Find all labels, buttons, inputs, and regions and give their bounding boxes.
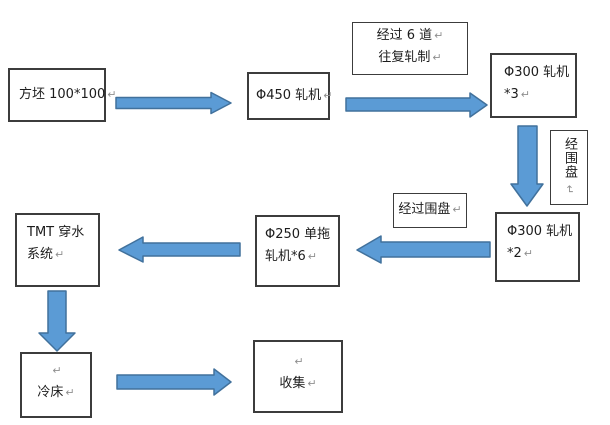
box-tmt: TMT 穿水 系统↵	[15, 213, 100, 287]
return-mark: ↵	[307, 250, 317, 264]
box-mill300x3: Φ300 轧机 *3↵	[490, 53, 577, 118]
box-collect-label: 收集	[279, 376, 306, 392]
box-mill250-line2: 轧机*6	[265, 249, 306, 265]
arrow-mill300x2-to-mill250	[356, 235, 491, 264]
box-cooling-bed: ↵ 冷床↵	[20, 352, 92, 418]
arrow-mill250-to-tmt	[118, 236, 241, 263]
return-mark: ↵	[434, 29, 444, 42]
box-billet-label: 方坯 100*100	[19, 86, 106, 102]
box-collect: ↵ 收集↵	[253, 340, 343, 413]
box-cooling-bed-label: 冷床	[37, 385, 64, 401]
box-tmt-line1: TMT 穿水	[27, 225, 85, 240]
arrow-billet-to-mill450	[115, 91, 232, 115]
box-mill300x3-line2: *3	[504, 87, 519, 103]
return-mark: ↵	[107, 87, 117, 101]
return-mark: ↵	[55, 248, 65, 262]
arrow-tmt-to-cooling-bed	[38, 290, 76, 352]
box-mill450-label: Φ450 轧机	[256, 87, 322, 103]
return-mark: ↵	[323, 88, 333, 102]
box-mill300x2-line2: *2	[507, 246, 522, 262]
return-mark: ↵	[294, 355, 304, 368]
box-pass-note: 经过 6 道↵ 往复轧制↵	[352, 22, 468, 75]
box-coil-vertical: 经围盘 ↵	[550, 130, 588, 205]
box-mill300x2: Φ300 轧机 *2↵	[495, 212, 580, 282]
box-billet: 方坯 100*100↵	[8, 68, 116, 122]
box-mill250-line1: Φ250 单拖	[265, 227, 331, 242]
box-coil-note-label: 经过围盘	[398, 202, 451, 218]
return-mark: ↵	[52, 364, 62, 377]
box-coil-note: 经过围盘↵	[393, 193, 467, 228]
box-coil-vertical-label: 经围盘	[562, 136, 578, 179]
box-pass-note-line1: 经过 6 道	[376, 28, 433, 43]
return-mark: ↵	[520, 88, 530, 102]
box-mill300x2-line1: Φ300 轧机	[507, 224, 573, 239]
box-mill450: Φ450 轧机↵	[247, 72, 333, 120]
box-mill300x3-line1: Φ300 轧机	[504, 65, 570, 80]
arrow-cooling-bed-to-collect	[116, 368, 232, 396]
box-pass-note-line2: 往复轧制	[378, 50, 431, 66]
return-mark: ↵	[563, 184, 577, 194]
arrow-mill300x3-to-mill300x2	[510, 125, 544, 207]
return-mark: ↵	[452, 203, 462, 217]
arrow-mill450-to-mill300x3	[345, 92, 488, 118]
return-mark: ↵	[65, 386, 75, 400]
return-mark: ↵	[523, 247, 533, 261]
return-mark: ↵	[307, 377, 317, 391]
return-mark: ↵	[432, 51, 442, 65]
box-tmt-line2: 系统	[27, 247, 54, 263]
box-mill250: Φ250 单拖 轧机*6↵	[255, 215, 340, 287]
